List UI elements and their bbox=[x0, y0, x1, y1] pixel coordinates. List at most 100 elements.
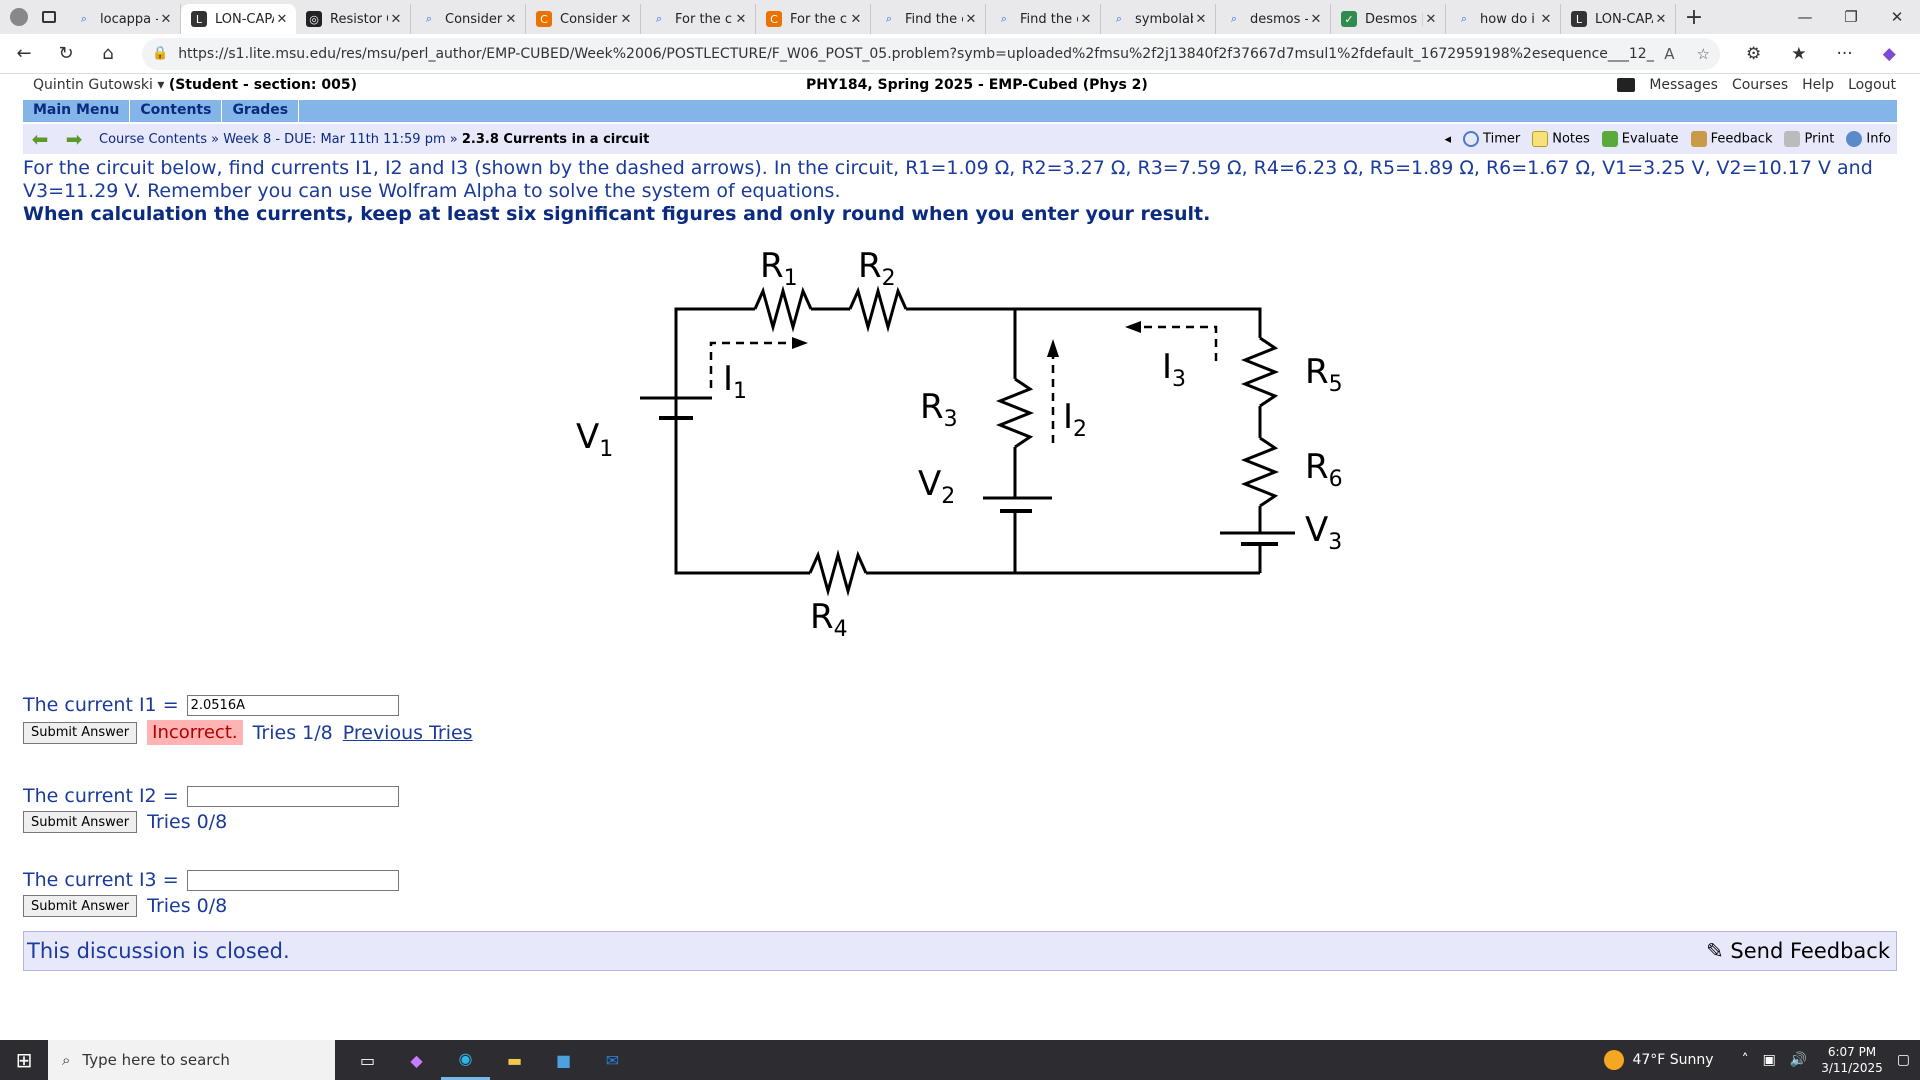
close-tab-icon[interactable]: ✕ bbox=[850, 11, 862, 27]
more-menu-icon[interactable]: ··· bbox=[1836, 43, 1853, 64]
user-name[interactable]: Quintin Gutowski bbox=[33, 77, 153, 93]
close-window-icon[interactable]: ✕ bbox=[1890, 8, 1904, 26]
tool-feedback[interactable]: Feedback bbox=[1690, 131, 1772, 147]
browser-tab-title: Consider t bbox=[560, 11, 618, 27]
submit-i3-button[interactable]: Submit Answer bbox=[23, 895, 138, 917]
tool-notes[interactable]: Notes bbox=[1532, 131, 1590, 147]
send-feedback-link[interactable]: ✎ Send Feedback bbox=[1706, 939, 1890, 963]
next-arrow-icon[interactable]: ➡ bbox=[65, 127, 83, 151]
menu-main-menu[interactable]: Main Menu bbox=[23, 100, 131, 122]
outlook-icon[interactable]: ✉ bbox=[605, 1050, 620, 1070]
refresh-icon[interactable]: ↻ bbox=[58, 43, 74, 64]
problem-instructions: When calculation the currents, keep at l… bbox=[23, 203, 1211, 225]
messages-icon[interactable] bbox=[1617, 78, 1636, 92]
task-view-icon[interactable]: ▭ bbox=[359, 1050, 376, 1070]
browser-tab-title: how do i t bbox=[1480, 11, 1538, 27]
breadcrumb: ⬅ ➡ Course Contents » Week 8 - DUE: Mar … bbox=[23, 124, 1897, 154]
menu-contents[interactable]: Contents bbox=[130, 100, 223, 122]
network-icon[interactable]: ▣ bbox=[1762, 1052, 1776, 1068]
read-aloud-icon[interactable]: A bbox=[1664, 44, 1675, 63]
label-v2: V2 bbox=[918, 464, 955, 509]
close-tab-icon[interactable]: ✕ bbox=[1540, 11, 1552, 27]
close-tab-icon[interactable]: ✕ bbox=[505, 11, 517, 27]
windows-start-icon[interactable]: ⊞ bbox=[15, 1048, 33, 1072]
tool-print[interactable]: Print bbox=[1784, 131, 1834, 147]
browser-tab[interactable]: ◎Resistor C✕ bbox=[296, 4, 411, 34]
search-favicon-icon: ⌕ bbox=[655, 12, 663, 25]
browser-tab[interactable]: ⌕locappa -✕ bbox=[66, 4, 181, 34]
file-explorer-icon[interactable]: ▬ bbox=[506, 1050, 523, 1070]
lock-icon[interactable]: 🔒 bbox=[152, 46, 169, 61]
window-controls: — ❐ ✕ bbox=[1782, 0, 1920, 34]
browser-tab[interactable]: ⌕Find the e✕ bbox=[871, 4, 986, 34]
close-tab-icon[interactable]: ✕ bbox=[1655, 11, 1667, 27]
previous-tries-link[interactable]: Previous Tries bbox=[342, 721, 473, 744]
close-tab-icon[interactable]: ✕ bbox=[1195, 11, 1207, 27]
back-icon[interactable]: ← bbox=[16, 43, 32, 64]
collapse-tools-icon[interactable]: ◂ bbox=[1444, 131, 1452, 147]
edge-icon[interactable]: ◉ bbox=[441, 1040, 490, 1080]
browser-tab[interactable]: ⌕For the cir✕ bbox=[641, 4, 756, 34]
answer-i2-input[interactable] bbox=[186, 785, 399, 807]
favorite-star-icon[interactable]: ☆ bbox=[1696, 44, 1710, 63]
menu-grades[interactable]: Grades bbox=[222, 100, 300, 122]
answer-i1-input[interactable] bbox=[186, 694, 399, 716]
close-tab-icon[interactable]: ✕ bbox=[160, 11, 172, 27]
previous-arrow-icon[interactable]: ⬅ bbox=[31, 127, 49, 151]
tool-info[interactable]: Info bbox=[1846, 131, 1891, 147]
breadcrumb-trail[interactable]: Course Contents » Week 8 - DUE: Mar 11th… bbox=[99, 131, 458, 147]
user-role: (Student - section: 005) bbox=[168, 77, 357, 93]
link-help[interactable]: Help bbox=[1802, 77, 1835, 93]
store-icon[interactable]: ■ bbox=[555, 1050, 572, 1070]
i1-arrowhead bbox=[792, 337, 808, 349]
clock[interactable]: 6:07 PM 3/11/2025 bbox=[1821, 1044, 1883, 1076]
browser-tab[interactable]: ⌕symbolab✕ bbox=[1101, 4, 1216, 34]
new-tab-button[interactable]: + bbox=[1684, 4, 1704, 30]
profile-icon[interactable] bbox=[10, 8, 28, 26]
weather-widget[interactable]: 47°F Sunny bbox=[1604, 1050, 1714, 1070]
copilot-taskbar-icon[interactable]: ◆ bbox=[410, 1050, 423, 1070]
browser-tab[interactable]: ⌕how do i t✕ bbox=[1446, 4, 1561, 34]
browser-tab[interactable]: ⌕desmos -✕ bbox=[1216, 4, 1331, 34]
close-tab-icon[interactable]: ✕ bbox=[1080, 11, 1092, 27]
notifications-icon[interactable]: ▢ bbox=[1896, 1052, 1910, 1068]
copilot-icon[interactable]: ◆ bbox=[1882, 43, 1896, 64]
close-tab-icon[interactable]: ✕ bbox=[735, 11, 747, 27]
extensions-icon[interactable]: ⚙ bbox=[1746, 43, 1762, 64]
link-courses[interactable]: Courses bbox=[1731, 77, 1789, 93]
submit-i1-button[interactable]: Submit Answer bbox=[23, 721, 138, 744]
wire-left bbox=[674, 307, 755, 398]
url-field[interactable]: 🔒 https://s1.lite.msu.edu/res/msu/perl_a… bbox=[142, 37, 1720, 70]
volume-icon[interactable]: 🔊 bbox=[1789, 1052, 1808, 1068]
link-logout[interactable]: Logout bbox=[1848, 77, 1896, 93]
search-favicon-icon: ⌕ bbox=[425, 12, 433, 25]
home-icon[interactable]: ⌂ bbox=[102, 43, 114, 64]
answer-i3-input[interactable] bbox=[186, 869, 399, 891]
tool-timer[interactable]: Timer bbox=[1463, 131, 1520, 147]
taskbar-search[interactable]: ⌕ Type here to search bbox=[48, 1040, 335, 1080]
breadcrumb-current: 2.3.8 Currents in a circuit bbox=[461, 131, 650, 147]
browser-tab[interactable]: ✓Desmos |✕ bbox=[1331, 4, 1446, 34]
favorites-icon[interactable]: ★ bbox=[1791, 43, 1807, 64]
tool-evaluate[interactable]: Evaluate bbox=[1601, 131, 1679, 147]
close-tab-icon[interactable]: ✕ bbox=[620, 11, 632, 27]
submit-i2-button[interactable]: Submit Answer bbox=[23, 811, 138, 833]
close-tab-icon[interactable]: ✕ bbox=[390, 11, 402, 27]
close-tab-icon[interactable]: ✕ bbox=[1425, 11, 1437, 27]
close-tab-icon[interactable]: ✕ bbox=[1310, 11, 1322, 27]
tray-chevron-icon[interactable]: ˄ bbox=[1741, 1052, 1749, 1068]
browser-tab[interactable]: ⌕Consider t✕ bbox=[411, 4, 526, 34]
tab-actions-icon[interactable] bbox=[42, 11, 56, 23]
browser-tab[interactable]: ⌕Find the e✕ bbox=[986, 4, 1101, 34]
restore-icon[interactable]: ❐ bbox=[1844, 8, 1858, 26]
close-tab-icon[interactable]: ✕ bbox=[965, 11, 977, 27]
minimize-icon[interactable]: — bbox=[1797, 8, 1813, 26]
resistor-r1 bbox=[753, 285, 813, 333]
link-messages[interactable]: Messages bbox=[1649, 77, 1718, 93]
close-tab-icon[interactable]: ✕ bbox=[276, 11, 288, 27]
discussion-closed-banner: This discussion is closed. ✎ Send Feedba… bbox=[23, 931, 1897, 971]
